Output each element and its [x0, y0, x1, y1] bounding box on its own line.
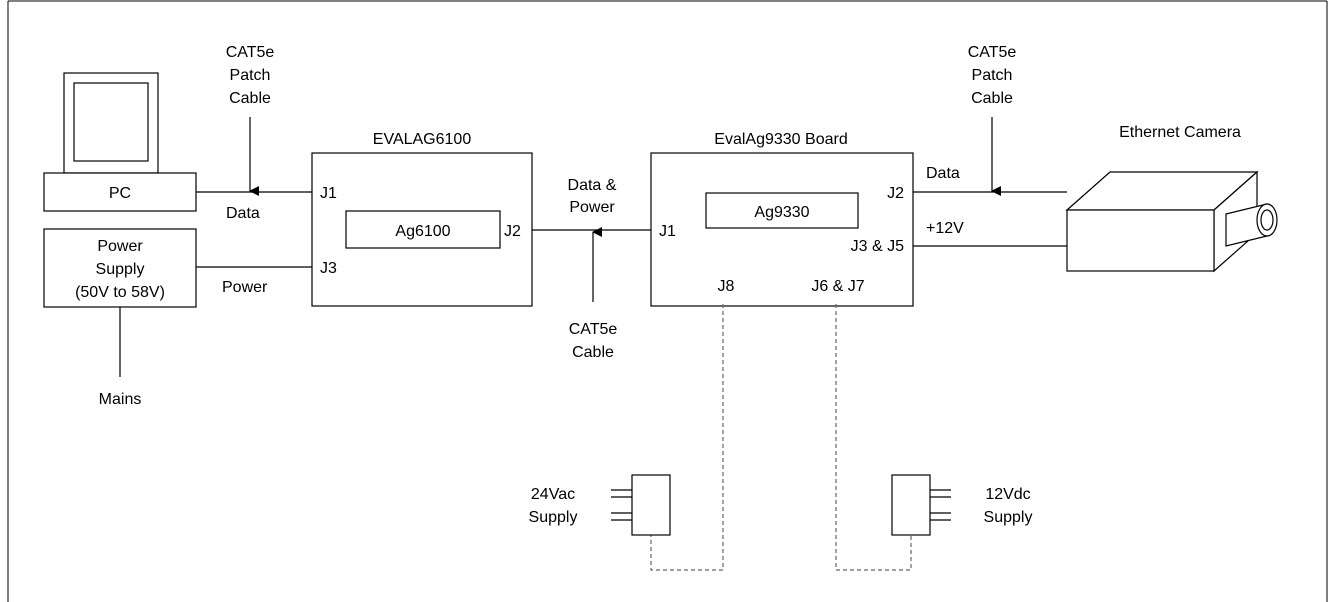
- data-right-label: Data: [926, 165, 960, 182]
- evalag9330-j67: J6 & J7: [811, 278, 864, 295]
- power-supply-line3: (50V to 58V): [75, 284, 165, 301]
- cable-pc-line3: Cable: [229, 90, 271, 107]
- cable-cam-line1: CAT5e: [968, 44, 1017, 61]
- supply-24-line1: 24Vac: [531, 486, 575, 503]
- ag9330-chip: [705, 192, 859, 229]
- cable-mid-line1: CAT5e: [569, 321, 618, 338]
- v12-label: +12V: [926, 220, 964, 237]
- data-left-label: Data: [226, 205, 260, 222]
- adapter-24vac-icon: [611, 474, 671, 536]
- evalag9330-j35: J3 & J5: [851, 238, 904, 255]
- evalag6100-title: EVALAG6100: [373, 131, 472, 148]
- camera-title: Ethernet Camera: [1119, 124, 1241, 141]
- power-supply-box: [43, 228, 197, 308]
- power-left-label: Power: [222, 279, 268, 296]
- supply-24-line2: Supply: [529, 509, 578, 526]
- cable-cam-line3: Cable: [971, 90, 1013, 107]
- cable-mid-line2: Cable: [572, 344, 614, 361]
- ag9330-label: Ag9330: [754, 204, 809, 221]
- evalag9330-title: EvalAg9330 Board: [714, 131, 847, 148]
- data-power-label-1: Data &: [568, 177, 617, 194]
- cable-pc-line2: Patch: [230, 67, 271, 84]
- j67-dashed-wire: [835, 304, 912, 571]
- evalag6100-j1: J1: [320, 185, 337, 202]
- pc-icon: [43, 72, 197, 212]
- evalag6100-j2: J2: [504, 223, 521, 240]
- j8-dashed-wire: [650, 304, 724, 571]
- power-supply-line1: Power: [97, 238, 143, 255]
- evalag9330-j2: J2: [887, 185, 904, 202]
- mains-label: Mains: [99, 391, 142, 408]
- pc-label: PC: [109, 185, 131, 202]
- supply-12-line1: 12Vdc: [985, 486, 1030, 503]
- ag6100-label: Ag6100: [395, 223, 450, 240]
- ag6100-chip: [345, 210, 501, 249]
- evalag9330-j8: J8: [718, 278, 735, 295]
- evalag9330-j1: J1: [659, 223, 676, 240]
- power-supply-line2: Supply: [96, 261, 145, 278]
- evalag9330-box: [650, 152, 914, 307]
- evalag6100-j3: J3: [320, 260, 337, 277]
- data-power-label-2: Power: [569, 199, 615, 216]
- adapter-12vdc-icon: [891, 474, 951, 536]
- camera-icon: [1065, 170, 1278, 273]
- cable-cam-line2: Patch: [972, 67, 1013, 84]
- cable-pc-line1: CAT5e: [226, 44, 275, 61]
- supply-12-line2: Supply: [984, 509, 1033, 526]
